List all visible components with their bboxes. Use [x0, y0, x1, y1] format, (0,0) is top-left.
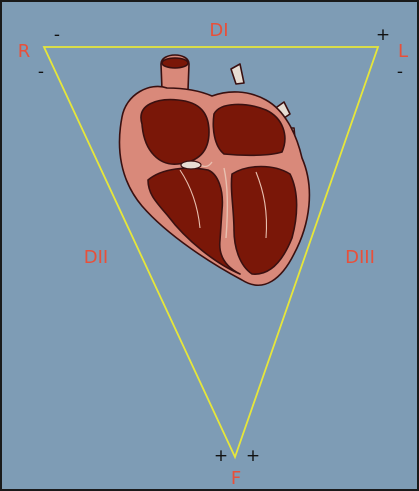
- lead-di-label: DI: [209, 20, 228, 41]
- r-polarity-top: -: [54, 25, 60, 45]
- lead-dii-label: DII: [84, 247, 108, 268]
- l-polarity-top: +: [376, 25, 390, 45]
- electrode-l-label: L: [398, 41, 408, 62]
- heart-icon: [119, 55, 309, 285]
- f-polarity-right: +: [246, 446, 260, 466]
- r-polarity-bottom: -: [38, 62, 44, 82]
- electrode-f-label: F: [231, 468, 241, 489]
- electrode-r-label: R: [18, 41, 31, 62]
- f-polarity-left: +: [214, 446, 228, 466]
- l-polarity-bottom: -: [397, 62, 403, 82]
- lead-diii-label: DIII: [345, 247, 375, 268]
